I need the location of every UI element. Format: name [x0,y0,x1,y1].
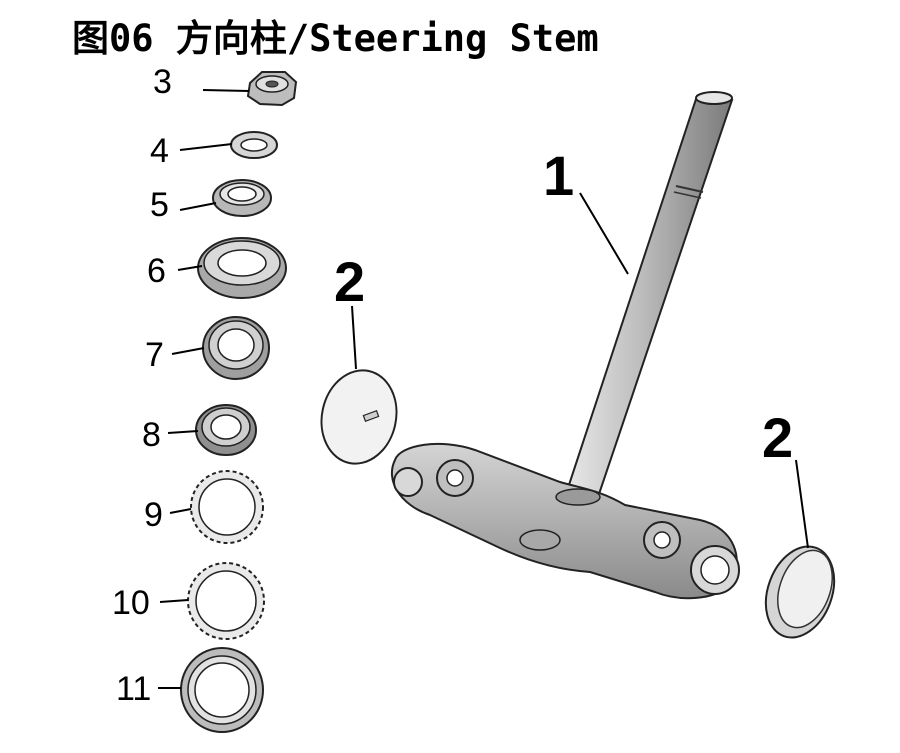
callout-2-left-label: 2 [334,250,365,313]
callout-11-label: 11 [116,670,151,708]
race-lower-part [180,647,264,733]
leader-lines [158,89,809,689]
washer-part [230,131,278,159]
callout-10-label: 10 [112,584,150,622]
dust-seal-part [197,237,287,299]
race-upper-inner-part [195,404,257,456]
plug-left-part [320,369,398,465]
callout-8-label: 8 [142,416,161,454]
plug-right-part [764,545,836,639]
callout-9-label: 9 [144,496,163,534]
nut-part [246,71,298,107]
callout-1-label: 1 [543,144,574,207]
lock-nut-part [212,179,272,217]
callout-3-label: 3 [153,63,172,101]
steering-stem-part [390,91,740,600]
ball-bearing-upper-part [190,470,264,544]
race-upper-outer-part [202,316,270,380]
callout-6-label: 6 [147,252,166,290]
callout-4-label: 4 [150,132,169,170]
diagram-title: 图06 方向柱/Steering Stem [72,17,599,60]
callout-2-right-label: 2 [762,406,793,469]
callout-5-label: 5 [150,186,169,224]
ball-bearing-lower-part [187,562,265,640]
callout-7-label: 7 [145,336,164,374]
